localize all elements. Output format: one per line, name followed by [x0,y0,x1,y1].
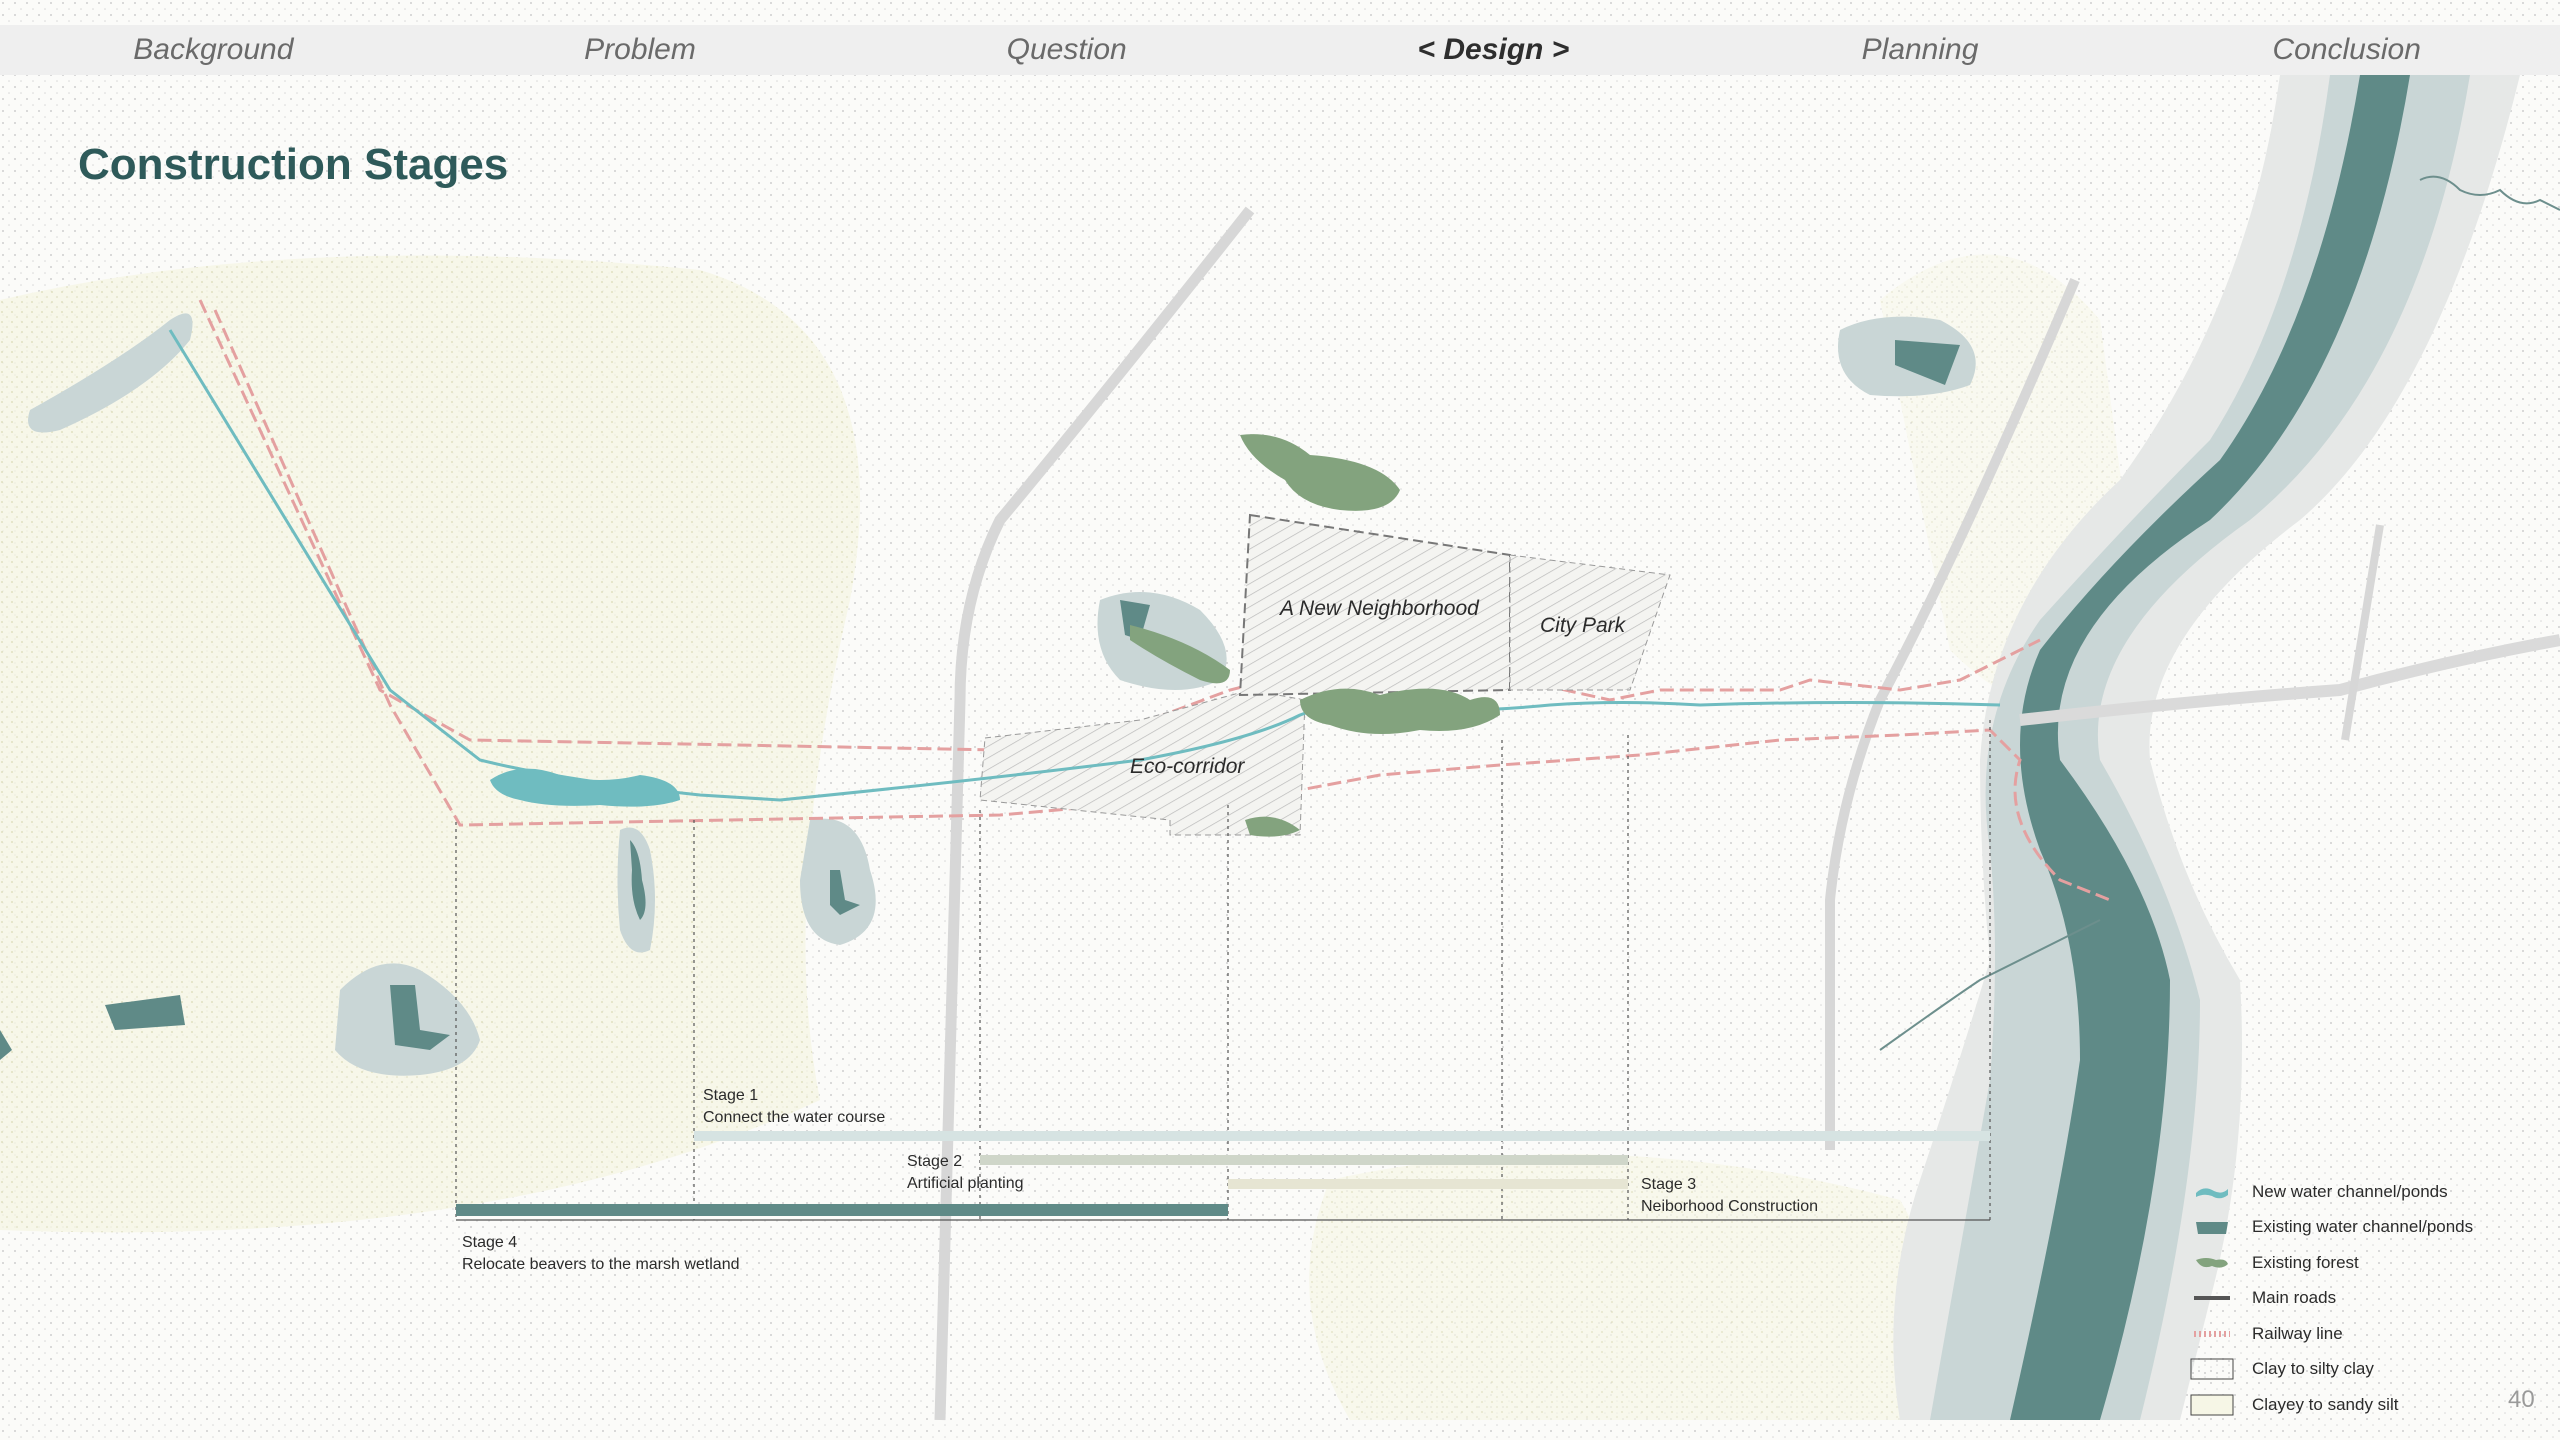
river-channel [2010,75,2410,1420]
legend-item-new-water: New water channel/ponds [2188,1174,2528,1210]
main-road-central [934,206,1255,1421]
main-road-bridge [2019,634,2560,726]
nav-tab-background[interactable]: Background [133,33,294,66]
stage3-description: Neiborhood Construction [1641,1198,1818,1215]
label-eco-corridor: Eco-corridor [1130,755,1245,778]
river-buffer [1930,75,2470,1420]
page-number: 40 [2508,1386,2535,1413]
forest-corridor [1130,625,1230,684]
map-legend: New water channel/ponds Existing water c… [2188,1174,2528,1423]
stage1-text: Stage 1 Connect the water course [703,1085,885,1129]
stage1-description: Connect the water course [703,1109,886,1126]
legend-item-clay: Clay to silty clay [2188,1352,2528,1388]
pond-1 [630,840,646,920]
legend-label-existing-water: Existing water channel/ponds [2252,1217,2474,1237]
legend-item-forest: Existing forest [2188,1245,2528,1281]
forest-icon [2188,1251,2236,1275]
road-icon [2188,1286,2236,1310]
tributary [1879,919,2101,1051]
legend-item-silt: Clayey to sandy silt [2188,1387,2528,1423]
pond-north [1895,340,1960,385]
city-park-zone [1509,554,1671,691]
page-title: Construction Stages [78,140,509,189]
stage3-name: Stage 3 [1641,1176,1697,1193]
railway-icon [2188,1322,2236,1346]
stage4-bar [456,1204,1228,1216]
stream-top-right [2419,175,2560,211]
silt-icon [2188,1393,2236,1417]
top-navigation: Background Problem Question < Design > P… [0,25,2560,75]
legend-label-roads: Main roads [2252,1288,2337,1308]
main-road-east [1825,278,2080,1150]
stage4-name: Stage 4 [462,1234,518,1251]
nav-tab-conclusion[interactable]: Conclusion [2272,33,2421,66]
forest-center [1300,688,1500,734]
nav-tab-problem[interactable]: Problem [584,33,696,66]
stage1-bar [694,1131,1990,1141]
main-road-north-east [2341,524,2384,741]
pond-2 [830,870,860,915]
new-ponds [490,768,680,807]
nav-tab-design[interactable]: < Design > [1417,33,1570,66]
stage2-description: Artificial planting [907,1175,1024,1192]
stage2-bar [980,1155,1628,1165]
pond-3 [390,985,450,1050]
pond-4 [105,995,185,1030]
stage1-name: Stage 1 [703,1087,759,1104]
sandy-silt-area [0,255,860,1233]
sandy-silt-area-2 [1309,1154,1930,1420]
stage3-text: Stage 3 Neiborhood Construction [1641,1174,1818,1218]
forest-north [1240,434,1400,511]
legend-label-clay: Clay to silty clay [2252,1359,2374,1379]
clay-icon [2188,1357,2236,1381]
pond-5 [0,1030,12,1060]
forest-south [1245,816,1300,837]
legend-item-roads: Main roads [2188,1281,2528,1317]
label-city-park: City Park [1540,614,1626,637]
stage2-text: Stage 2 Artificial planting [907,1151,1024,1195]
nav-tab-question[interactable]: Question [1006,33,1127,66]
stage3-bar [1228,1179,1628,1189]
legend-label-forest: Existing forest [2252,1252,2359,1272]
stage2-name: Stage 2 [907,1153,963,1170]
stage4-description: Relocate beavers to the marsh wetland [462,1256,740,1273]
legend-item-existing-water: Existing water channel/ponds [2188,1210,2528,1246]
legend-label-railway: Railway line [2252,1323,2343,1343]
legend-item-railway: Railway line [2188,1316,2528,1352]
railway-line [198,299,2041,752]
legend-label-new-water: New water channel/ponds [2252,1181,2448,1201]
label-new-neighborhood: A New Neighborhood [1280,597,1479,620]
new-water-icon [2188,1180,2236,1204]
nav-tab-planning[interactable]: Planning [1861,33,1979,66]
existing-water-icon [2188,1215,2236,1239]
stage4-text: Stage 4 Relocate beavers to the marsh we… [462,1232,739,1276]
legend-label-silt: Clayey to sandy silt [2252,1394,2399,1414]
pond-buffer-northwest [28,313,193,433]
eco-corridor-zone [979,689,1306,836]
